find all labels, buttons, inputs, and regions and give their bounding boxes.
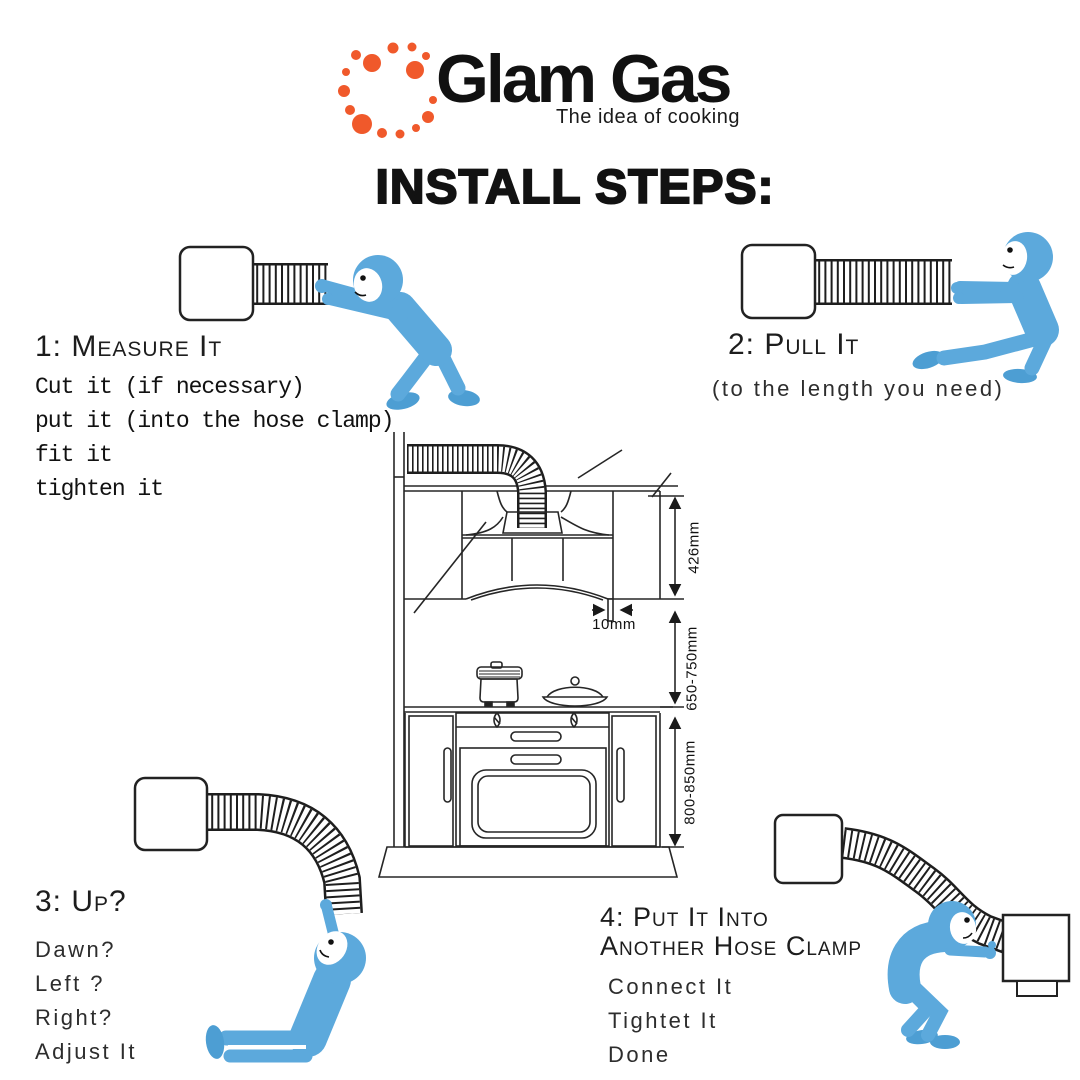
step-4-heading-line-1: 4: Put It Into — [600, 902, 769, 932]
step-2-illustration — [740, 232, 1059, 384]
hose-box — [133, 776, 209, 852]
dim-label-hood-gap: 10mm — [592, 616, 636, 633]
page-title: INSTALL STEPS: — [375, 160, 775, 215]
person-figure-2 — [912, 232, 1059, 384]
step-1-line-1: Cut it (if necessary) — [35, 374, 305, 400]
dim-label-counter-height: 800-850mm — [681, 740, 699, 825]
step-3-line-1: Dawn? — [35, 937, 116, 962]
hose-box — [178, 245, 255, 322]
step-3-line-4: Adjust It — [35, 1039, 137, 1064]
person-figure-4 — [887, 901, 996, 1049]
step-4-heading: 4: Put It Into Another Hose Clamp — [600, 903, 862, 961]
step-1-instructions: Cut it (if necessary) put it (into the h… — [35, 370, 394, 506]
step-4-illustration — [773, 813, 1071, 1049]
step-4-line-1: Connect It — [608, 974, 734, 999]
step-4-line-3: Done — [608, 1042, 671, 1067]
person-figure-1 — [315, 255, 480, 410]
step-3-line-3: Right? — [35, 1005, 114, 1030]
step-1-line-4: tighten it — [35, 476, 164, 502]
wok-illustration — [541, 676, 609, 707]
cabinet-door-right — [611, 715, 657, 847]
step-3-heading: 3: Up? — [35, 885, 127, 918]
hose-box — [740, 243, 817, 320]
hose-clamp-box — [1001, 913, 1071, 983]
step-3-instructions: Dawn? Left ? Right? Adjust It — [35, 933, 137, 1069]
step-2-heading: 2: Pull It — [728, 328, 860, 361]
oven — [459, 747, 607, 847]
dim-label-hood-height: 426mm — [685, 521, 703, 574]
step-2-instructions: (to the length you need) — [712, 376, 1005, 401]
hose-box — [773, 813, 844, 885]
burner-knobs — [493, 711, 578, 729]
step-4-instructions: Connect It Tightet It Done — [608, 970, 733, 1072]
dim-label-hood-to-counter: 650-750mm — [683, 626, 701, 711]
dimension-lines — [648, 495, 684, 848]
logo-dots-icon — [338, 42, 437, 139]
kitchen-diagram — [377, 432, 684, 878]
flex-hose — [205, 793, 363, 916]
step-4-heading-line-2: Another Hose Clamp — [600, 931, 863, 961]
hose-clamp-tab — [1016, 980, 1058, 997]
step-4-line-2: Tightet It — [608, 1008, 718, 1033]
cabinet-door-left — [408, 715, 454, 847]
step-1-line-3: fit it — [35, 442, 113, 468]
step-1-illustration — [178, 245, 480, 410]
person-figure-3 — [205, 899, 366, 1063]
step-3-illustration — [133, 776, 366, 1063]
brand-tagline: The idea of cooking — [555, 106, 740, 128]
flex-hose — [407, 444, 547, 528]
pot-illustration — [476, 661, 523, 707]
step-3-line-2: Left ? — [35, 971, 106, 996]
step-1-line-2: put it (into the hose clamp) — [35, 408, 394, 434]
brand-name: Glam Gas — [436, 41, 732, 117]
step-1-heading: 1: Measure It — [35, 330, 223, 363]
